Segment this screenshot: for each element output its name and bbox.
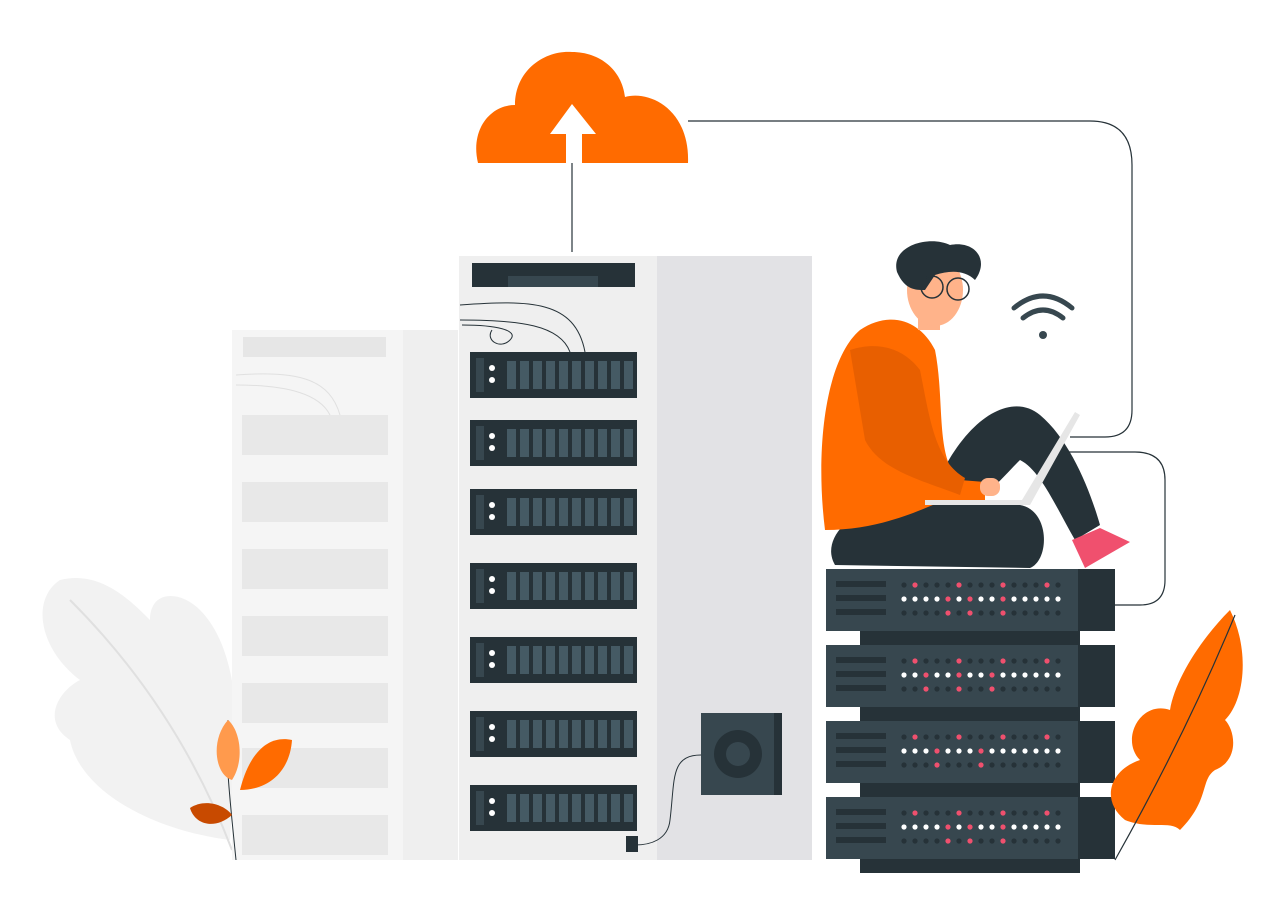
person-with-laptop bbox=[821, 241, 1130, 568]
rack-unit bbox=[470, 420, 637, 466]
rack-unit bbox=[470, 563, 637, 609]
server-unit bbox=[826, 797, 1115, 873]
network-cables bbox=[571, 120, 1166, 606]
cloud-upload-icon bbox=[476, 51, 689, 163]
server-unit bbox=[826, 721, 1115, 797]
upload-arrow-icon bbox=[550, 104, 596, 163]
fan-unit bbox=[626, 713, 782, 852]
rack-unit bbox=[470, 352, 637, 398]
orange-leaf-right bbox=[1110, 610, 1243, 861]
shoe bbox=[1072, 528, 1130, 568]
server-unit bbox=[826, 569, 1115, 645]
wifi-icon bbox=[1011, 293, 1075, 339]
main-server-rack bbox=[459, 256, 812, 860]
orange-leaf-left bbox=[190, 719, 292, 861]
server-unit bbox=[826, 645, 1115, 721]
glasses bbox=[920, 275, 944, 299]
rack-unit bbox=[470, 489, 637, 535]
hair bbox=[896, 241, 981, 290]
faded-server-rack bbox=[232, 330, 458, 860]
laptop bbox=[925, 412, 1080, 505]
rack-unit bbox=[470, 785, 637, 831]
rack-unit bbox=[470, 637, 637, 683]
server-stack bbox=[826, 569, 1115, 873]
rack-unit bbox=[470, 711, 637, 757]
